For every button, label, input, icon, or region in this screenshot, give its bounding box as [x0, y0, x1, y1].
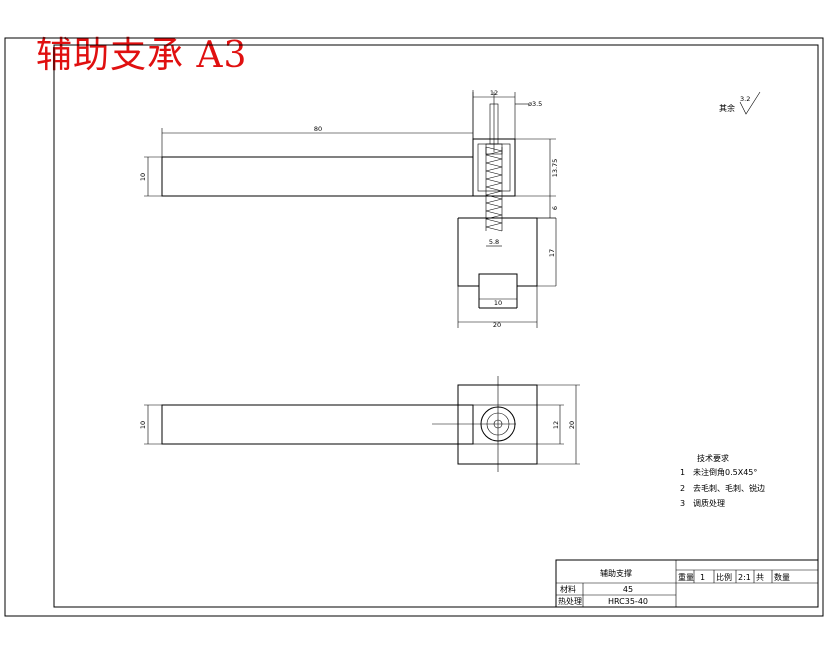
scale-value: 2:1 [738, 573, 751, 582]
dim-arm-length: 80 [314, 125, 322, 133]
part-name: 辅助支撑 [600, 568, 632, 578]
material-label: 材料 [560, 584, 576, 594]
title-block: 辅助支撑 材料 45 热处理 HRC35-40 重量 1 比例 2:1 共 数量 [555, 559, 819, 608]
spring [485, 146, 503, 232]
roughness-label: 其余 [719, 103, 735, 113]
dim-gap: 6 [551, 206, 559, 210]
drawing-title: 辅助支承 A3 [36, 35, 248, 76]
arm-top [161, 404, 474, 445]
hardness-value: HRC35-40 [608, 597, 648, 606]
hardness-label: 热处理 [558, 596, 582, 606]
roughness-symbol: 其余 3.2 [719, 91, 761, 115]
tech-notes: 技术要求 1 未注倒角0.5X45° 2 去毛刺、毛刺、锐边 3 调质处理 [680, 453, 765, 508]
base-block [457, 217, 538, 287]
qty-label: 数量 [774, 572, 790, 582]
weight-label: 重量 [678, 572, 694, 582]
front-view: 80 10 12 ø3.5 13.75 6 [139, 89, 559, 329]
base-top [457, 384, 538, 465]
inner-border [53, 44, 819, 608]
note-3-text: 调质处理 [693, 498, 725, 508]
note-2-text: 去毛刺、毛刺、锐边 [693, 483, 765, 493]
dim-arm-height-top: 10 [139, 421, 147, 429]
arm-front [161, 156, 474, 197]
dim-slot-width: 10 [494, 299, 502, 307]
note-2-num: 2 [680, 484, 685, 493]
dim-top-inner: 12 [552, 421, 560, 429]
roughness-value: 3.2 [740, 95, 750, 103]
dim-base-width: 20 [493, 321, 501, 329]
tech-notes-heading: 技术要求 [697, 453, 729, 463]
note-1-num: 1 [680, 468, 685, 477]
qty-value: 1 [700, 573, 705, 582]
outer-border [4, 37, 824, 617]
housing-circle [480, 406, 516, 442]
dim-base-height: 17 [548, 249, 556, 257]
sheet-label: 共 [756, 573, 764, 582]
note-1-text: 未注倒角0.5X45° [693, 467, 757, 477]
note-3-num: 3 [680, 499, 685, 508]
dim-spring-height: 13.75 [551, 159, 559, 178]
dim-pin-diameter: ø3.5 [528, 100, 542, 108]
scale-label: 比例 [716, 572, 732, 582]
dim-arm-height-front: 10 [139, 173, 147, 181]
dim-cap-width: 12 [490, 89, 498, 97]
dim-top-outer: 20 [568, 421, 576, 429]
material-value: 45 [623, 585, 633, 594]
dim-spring-width: 5.8 [489, 238, 499, 246]
top-view: 10 12 20 [139, 376, 580, 472]
